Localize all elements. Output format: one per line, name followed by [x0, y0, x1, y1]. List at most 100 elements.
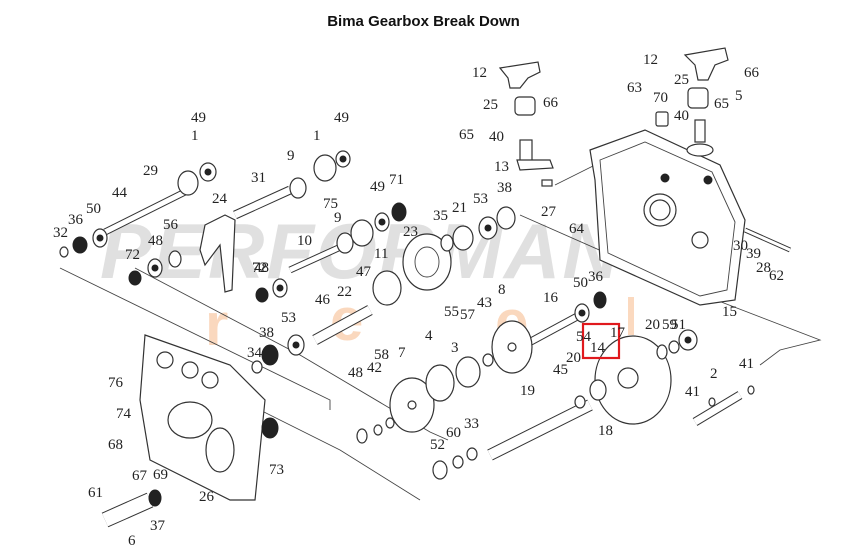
- part-label[interactable]: 74: [116, 406, 132, 422]
- part-label[interactable]: 72: [252, 260, 267, 276]
- part-label[interactable]: 32: [53, 225, 68, 241]
- part-label[interactable]: 36: [68, 212, 84, 228]
- part-label[interactable]: 58: [374, 347, 389, 363]
- part-label[interactable]: 30: [733, 238, 748, 254]
- part-label[interactable]: 56: [163, 217, 179, 233]
- part-label[interactable]: 42: [367, 360, 382, 376]
- part-label[interactable]: 72: [125, 247, 140, 263]
- part-label[interactable]: 48: [348, 365, 363, 381]
- part-label[interactable]: 23: [403, 224, 418, 240]
- part-label[interactable]: 35: [433, 208, 448, 224]
- part-label[interactable]: 4: [425, 328, 433, 344]
- part-label[interactable]: 48: [254, 260, 269, 276]
- part-label[interactable]: 66: [543, 95, 559, 111]
- assembly-line: [134, 267, 449, 441]
- part-label[interactable]: 41: [685, 384, 700, 400]
- part-label[interactable]: 69: [153, 467, 168, 483]
- part-label[interactable]: 15: [722, 304, 737, 320]
- part-label[interactable]: 25: [483, 97, 498, 113]
- part-label[interactable]: 53: [473, 191, 488, 207]
- part-label[interactable]: 9: [334, 210, 342, 226]
- front-cover-plate: [139, 334, 266, 501]
- part-label[interactable]: 66: [744, 65, 760, 81]
- part-label[interactable]: 61: [88, 485, 103, 501]
- part-label[interactable]: 33: [464, 416, 479, 432]
- part-label[interactable]: 70: [653, 90, 668, 106]
- part-label[interactable]: 67: [132, 468, 148, 484]
- part-label[interactable]: 59: [662, 317, 677, 333]
- part-label[interactable]: 52: [430, 437, 445, 453]
- part-label[interactable]: 5: [735, 88, 743, 104]
- part-label[interactable]: 65: [459, 127, 474, 143]
- part-label[interactable]: 53: [281, 310, 296, 326]
- part-label[interactable]: 1: [191, 128, 199, 144]
- part-label[interactable]: 37: [150, 518, 166, 534]
- part-label[interactable]: 26: [199, 489, 215, 505]
- part-label[interactable]: 68: [108, 437, 123, 453]
- part-label[interactable]: 8: [498, 282, 506, 298]
- part-label[interactable]: 73: [269, 462, 284, 478]
- part-label[interactable]: 54: [576, 329, 592, 345]
- part-label[interactable]: 17: [610, 325, 626, 341]
- part-label[interactable]: 76: [108, 375, 124, 391]
- part-label[interactable]: 36: [588, 269, 604, 285]
- part-label[interactable]: 27: [541, 204, 557, 220]
- part-label[interactable]: 28: [756, 260, 771, 276]
- part-label[interactable]: 40: [489, 129, 504, 145]
- part-label[interactable]: 41: [739, 356, 754, 372]
- part-label[interactable]: 49: [191, 110, 206, 126]
- part-label[interactable]: 2: [710, 366, 718, 382]
- part-label[interactable]: 13: [494, 159, 509, 175]
- part-label[interactable]: 46: [315, 292, 331, 308]
- part-label[interactable]: 75: [323, 196, 338, 212]
- part-label[interactable]: 43: [477, 295, 492, 311]
- diagram-title: Bima Gearbox Break Down: [327, 13, 520, 30]
- part-label[interactable]: 62: [769, 268, 784, 284]
- part-label[interactable]: 55: [444, 304, 459, 320]
- part-label[interactable]: 57: [460, 307, 476, 323]
- part-label[interactable]: 29: [143, 163, 158, 179]
- part-label[interactable]: 3: [451, 340, 459, 356]
- part-label[interactable]: 9: [287, 148, 295, 164]
- part-label[interactable]: 38: [497, 180, 512, 196]
- assembly-line: [554, 164, 596, 186]
- part-label[interactable]: 7: [398, 345, 406, 361]
- part-label[interactable]: 38: [259, 325, 274, 341]
- part-label[interactable]: 65: [714, 96, 729, 112]
- part-label[interactable]: 47: [356, 264, 372, 280]
- part-label[interactable]: 16: [543, 290, 559, 306]
- part-label[interactable]: 45: [553, 362, 568, 378]
- part-label[interactable]: 12: [643, 52, 658, 68]
- part-label[interactable]: 50: [86, 201, 101, 217]
- part-label[interactable]: 44: [112, 185, 128, 201]
- part-label[interactable]: 11: [374, 246, 388, 262]
- part-label[interactable]: 71: [389, 172, 404, 188]
- part-label[interactable]: 12: [472, 65, 487, 81]
- part-label[interactable]: 34: [247, 345, 263, 361]
- part-label[interactable]: 19: [520, 383, 535, 399]
- part-label[interactable]: 64: [569, 221, 585, 237]
- part-label[interactable]: 48: [148, 233, 163, 249]
- part-label[interactable]: 49: [370, 179, 385, 195]
- part-label[interactable]: 51: [671, 317, 686, 333]
- part-label[interactable]: 40: [674, 108, 689, 124]
- part-label[interactable]: 63: [627, 80, 642, 96]
- part-label[interactable]: 18: [598, 423, 613, 439]
- part-label[interactable]: 14: [590, 340, 606, 356]
- part-label[interactable]: 39: [746, 246, 761, 262]
- part-label[interactable]: 22: [337, 284, 352, 300]
- part-label[interactable]: 25: [674, 72, 689, 88]
- part-label[interactable]: 20: [645, 317, 660, 333]
- part-label[interactable]: 1: [313, 128, 321, 144]
- part-label[interactable]: 50: [573, 275, 588, 291]
- part-label[interactable]: 31: [251, 170, 266, 186]
- part-label[interactable]: 49: [334, 110, 349, 126]
- part-label[interactable]: 20: [566, 350, 581, 366]
- part-label[interactable]: 10: [297, 233, 312, 249]
- shift-fork: [199, 214, 236, 293]
- part-label[interactable]: 6: [128, 533, 136, 549]
- highlight-box: [581, 322, 621, 360]
- part-label[interactable]: 24: [212, 191, 228, 207]
- part-label[interactable]: 60: [446, 425, 461, 441]
- part-label[interactable]: 21: [452, 200, 467, 216]
